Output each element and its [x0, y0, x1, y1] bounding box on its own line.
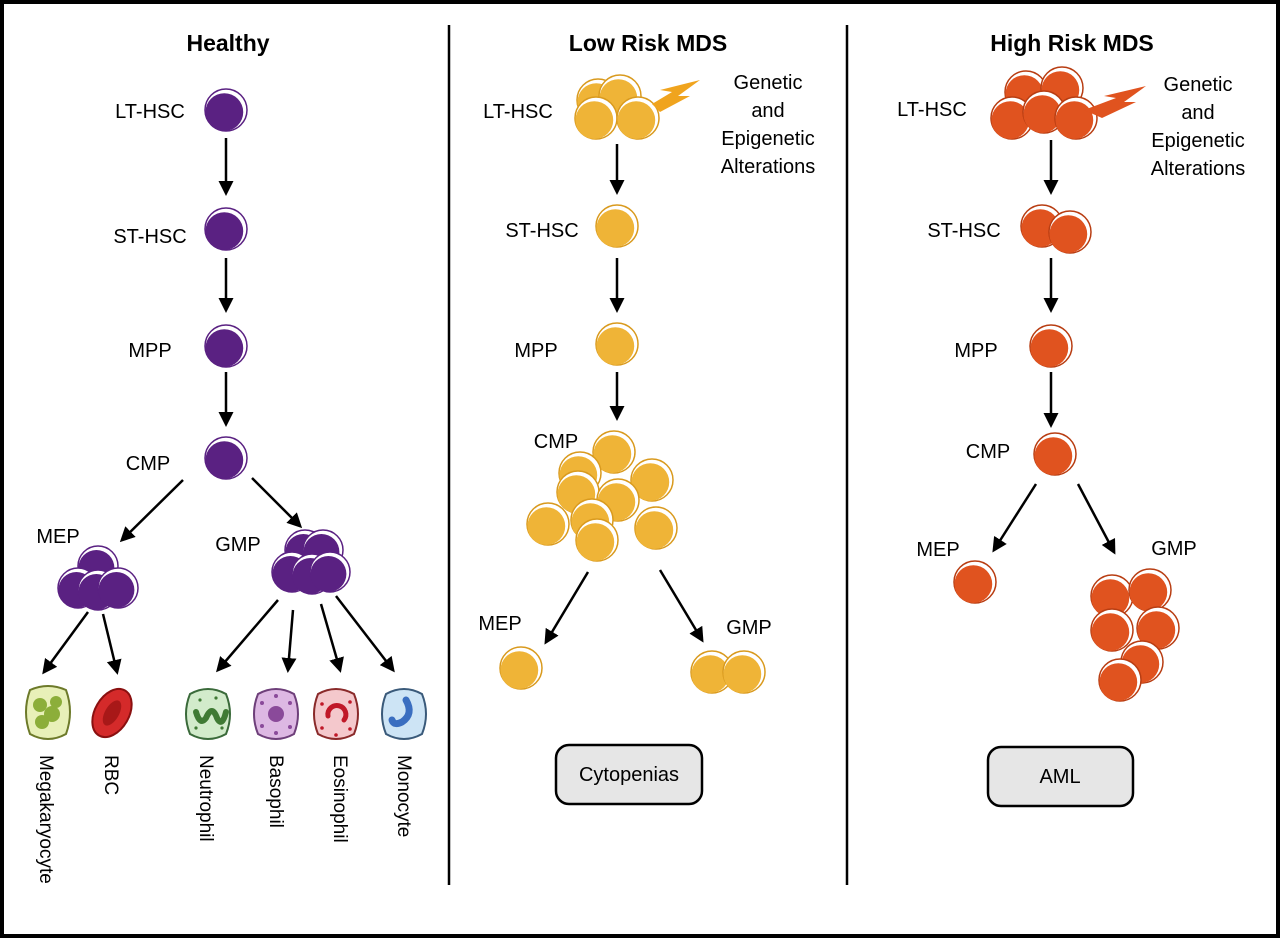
cmp-cell: [526, 502, 570, 546]
label-gmp: GMP: [215, 534, 261, 556]
label-cmp: CMP: [126, 453, 170, 475]
alteration-line-1: Genetic: [734, 72, 803, 94]
mep-cell: [499, 646, 543, 690]
mep-cell: [953, 560, 997, 604]
arrow-mep-megakaryocyte: [42, 611, 90, 675]
cmp-cell: [634, 506, 678, 550]
cmp-cell: [575, 518, 619, 562]
basophil-cell: [253, 688, 299, 740]
gmp-cell: [309, 551, 351, 593]
gmp-cell: [1128, 568, 1172, 612]
outcome-label-aml: AML: [1039, 766, 1080, 788]
arrow-gmp-eosinophil: [319, 603, 344, 673]
monocyte-cell: [381, 688, 427, 740]
mpp-cell: [595, 322, 639, 366]
label-neutrophil: Neutrophil: [195, 755, 216, 842]
label-mep: MEP: [916, 539, 959, 561]
mpp-cell: [204, 324, 248, 368]
mpp-cell: [1029, 324, 1073, 368]
arrow-mep-rbc: [101, 613, 122, 675]
alteration-line-1: Genetic: [1164, 74, 1233, 96]
gmp-cell: [722, 650, 766, 694]
label-lt-hsc: LT-HSC: [115, 101, 185, 123]
low-risk-progenitor-cells: [499, 74, 766, 694]
neutrophil-cell: [185, 688, 231, 740]
lightning-bolt-icon: [652, 80, 700, 112]
mep-cell: [97, 567, 139, 609]
label-st-hsc: ST-HSC: [113, 226, 186, 248]
label-basophil: Basophil: [265, 755, 286, 828]
gmp-cell: [1090, 574, 1134, 618]
diagram-canvas: Healthy Low Risk MDS High Risk MDS LT-HS…: [25, 25, 1246, 885]
arrow-cmp-mep: [992, 483, 1038, 553]
alteration-line-4: Alterations: [721, 156, 816, 178]
healthy-panel: LT-HSC ST-HSC MPP CMP MEP GMP: [25, 88, 427, 884]
alteration-line-2: and: [1181, 102, 1214, 124]
label-st-hsc: ST-HSC: [505, 220, 578, 242]
cmp-cell: [204, 436, 248, 480]
alteration-line-3: Epigenetic: [1151, 130, 1244, 152]
label-mpp: MPP: [954, 340, 997, 362]
st-hsc-cell: [204, 207, 248, 251]
healthy-progenitor-cells: [57, 88, 351, 611]
arrow-cmp-gmp: [251, 477, 303, 529]
label-mpp: MPP: [514, 340, 557, 362]
st-hsc-cell: [595, 204, 639, 248]
arrow-gmp-neutrophil: [216, 599, 279, 673]
outcome-label-cytopenias: Cytopenias: [579, 764, 679, 786]
panel-title-healthy: Healthy: [186, 30, 269, 56]
arrow-cmp-mep: [544, 571, 590, 645]
label-mep: MEP: [36, 526, 79, 548]
high-risk-progenitor-cells: [953, 66, 1180, 702]
lt-hsc-cell: [204, 88, 248, 132]
arrow-gmp-monocyte: [335, 595, 395, 673]
cmp-cell: [592, 430, 636, 474]
arrow-cmp-mep: [119, 479, 184, 543]
eosinophil-cell: [313, 688, 359, 740]
lt-hsc-cell: [574, 96, 618, 140]
lt-hsc-cell: [1054, 96, 1098, 140]
label-mpp: MPP: [128, 340, 171, 362]
gmp-cell: [690, 650, 734, 694]
outcome-box-cytopenias: [554, 743, 704, 806]
lightning-bolt-icon: [1084, 86, 1146, 118]
label-gmp: GMP: [726, 617, 772, 639]
st-hsc-cell: [1048, 210, 1092, 254]
label-cmp: CMP: [534, 431, 578, 453]
gmp-cell: [1136, 606, 1180, 650]
panel-title-high-risk: High Risk MDS: [990, 30, 1154, 56]
cmp-cell: [630, 458, 674, 502]
label-rbc: RBC: [100, 755, 121, 795]
alteration-line-2: and: [751, 100, 784, 122]
label-lt-hsc: LT-HSC: [483, 101, 553, 123]
gmp-cell: [1098, 658, 1142, 702]
high-risk-panel: Genetic and Epigenetic Alterations LT-HS…: [897, 66, 1246, 808]
lt-hsc-cell: [616, 96, 660, 140]
alteration-line-3: Epigenetic: [721, 128, 814, 150]
label-mep: MEP: [478, 613, 521, 635]
arrow-cmp-gmp: [658, 569, 704, 643]
label-gmp: GMP: [1151, 538, 1197, 560]
megakaryocyte-cell: [25, 685, 71, 740]
arrow-gmp-basophil: [281, 609, 297, 673]
label-megakaryocyte: Megakaryocyte: [35, 755, 56, 884]
arrow-cmp-gmp: [1076, 483, 1116, 555]
label-lt-hsc: LT-HSC: [897, 99, 967, 121]
lt-hsc-cell: [990, 96, 1034, 140]
alteration-line-4: Alterations: [1151, 158, 1246, 180]
cmp-cell: [1033, 432, 1077, 476]
rbc-cell: [91, 687, 133, 739]
outcome-box-aml: [986, 745, 1135, 808]
label-eosinophil: Eosinophil: [329, 755, 350, 843]
label-cmp: CMP: [966, 441, 1010, 463]
low-risk-panel: Genetic and Epigenetic Alterations LT-HS…: [478, 72, 816, 806]
gmp-cell: [1090, 608, 1134, 652]
lt-hsc-cell: [1022, 90, 1066, 134]
label-monocyte: Monocyte: [393, 755, 414, 837]
label-st-hsc: ST-HSC: [927, 220, 1000, 242]
panel-title-low-risk: Low Risk MDS: [569, 30, 727, 56]
